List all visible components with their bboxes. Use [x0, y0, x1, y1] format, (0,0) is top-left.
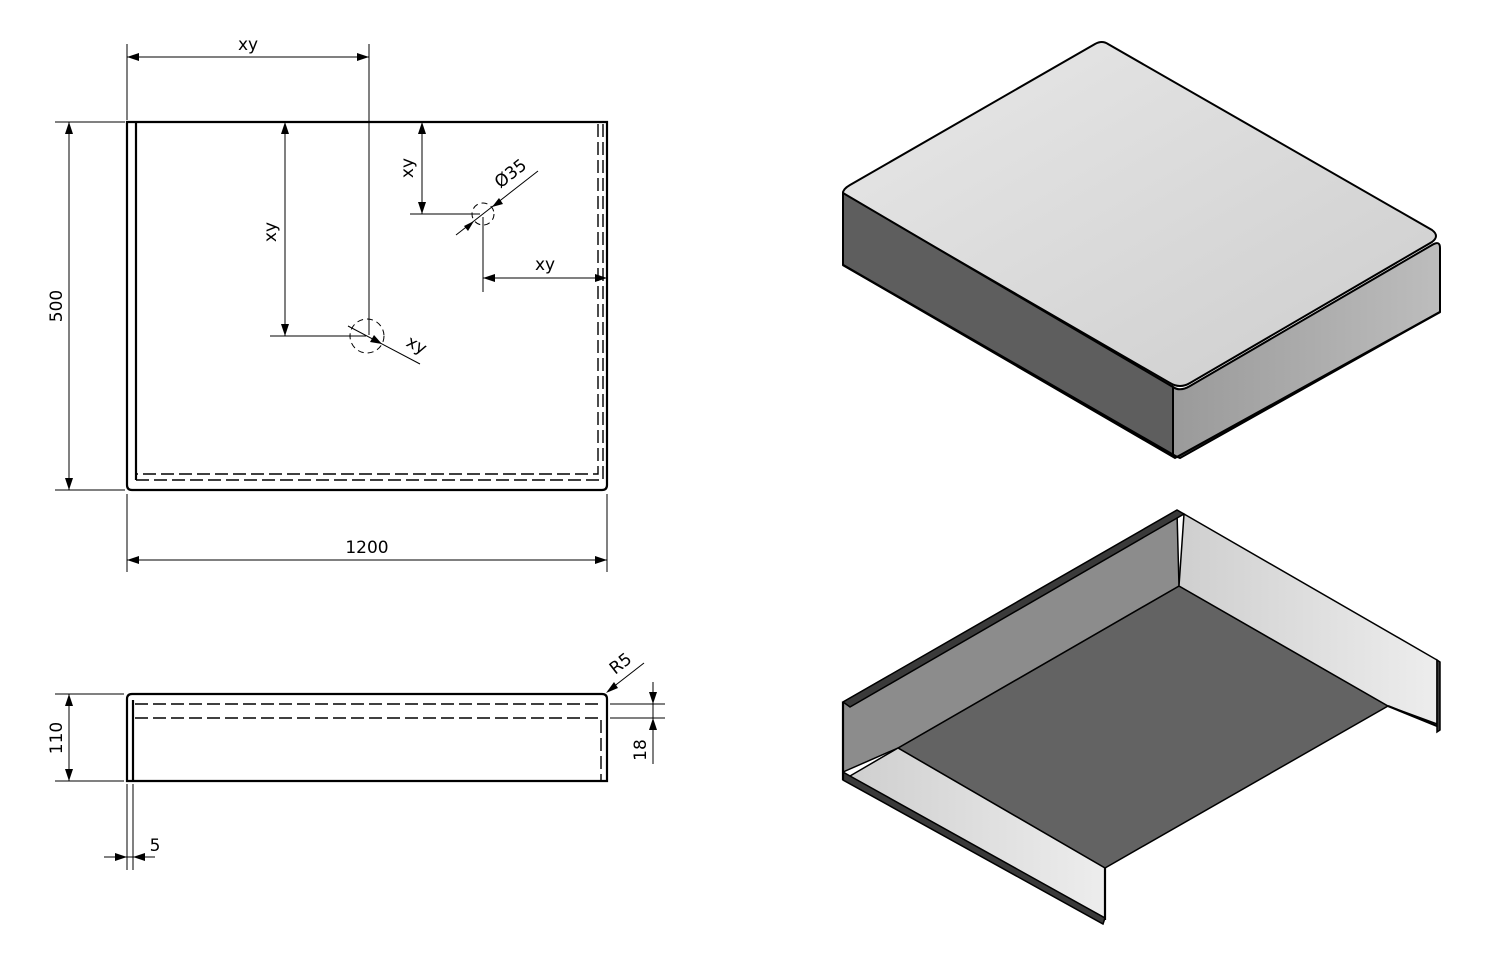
side-view-outline: [125, 692, 609, 783]
arrowhead: [483, 274, 495, 282]
arrowhead: [65, 478, 73, 490]
arrowhead: [115, 853, 127, 861]
dim-text-hole-a-diameter: xy: [403, 332, 430, 359]
hole-a: [349, 318, 385, 354]
dim-text-overall-depth: 500: [47, 290, 67, 322]
iso-view-bottom: [841, 509, 1441, 926]
dim-text-hole-b-from-top: xy: [398, 158, 418, 178]
dim-text-thickness: 5: [150, 836, 161, 856]
arrowhead: [281, 324, 289, 336]
arrowhead: [370, 335, 382, 344]
dim-text-bend-radius: R5: [606, 649, 636, 679]
arrowhead: [649, 718, 657, 730]
arrowhead: [357, 53, 369, 61]
iso-view-top: [841, 41, 1441, 460]
arrowhead: [127, 556, 139, 564]
dim-text-inner-offset: 18: [631, 739, 651, 761]
top-view-outline: [125, 120, 609, 492]
arrowhead: [127, 53, 139, 61]
dim-text-overall-width: 1200: [345, 538, 388, 558]
dim-text-hole-b-diameter: Ø35: [491, 155, 531, 192]
leader-hole-a: [347, 325, 421, 365]
hole-b: [471, 202, 495, 226]
arrowhead: [595, 556, 607, 564]
iso-bottom-edge: [842, 264, 1441, 459]
dim-text-hole-a-from-top: xy: [261, 222, 281, 242]
dim-text-hole-b-from-right: xy: [535, 255, 555, 275]
top-view: 1200 500 xy xy xy xy Ø35: [47, 35, 609, 572]
arrowhead: [65, 694, 73, 706]
iso-right-wall-bottom: [1387, 704, 1438, 728]
arrowhead: [281, 122, 289, 134]
side-view-hidden-line-bottom: [135, 717, 602, 780]
arrowhead: [595, 274, 607, 282]
top-view-hidden-line-outer: [136, 124, 599, 475]
arrowhead: [606, 682, 618, 693]
arrowhead: [65, 769, 73, 781]
dim-text-height: 110: [47, 722, 67, 754]
arrowhead: [492, 198, 503, 207]
side-view: 110 5 R5 18: [47, 649, 665, 870]
top-view-hidden-line-inner: [136, 124, 604, 481]
iso-right-wall-edge: [1436, 658, 1441, 734]
iso-right-face: [1172, 242, 1441, 460]
arrowhead: [418, 122, 426, 134]
arrowhead: [464, 221, 474, 231]
arrowhead: [65, 122, 73, 134]
arrowhead: [418, 202, 426, 214]
arrowhead: [133, 853, 145, 861]
arrowhead: [649, 692, 657, 704]
dim-text-hole-a-from-left: xy: [238, 35, 258, 55]
